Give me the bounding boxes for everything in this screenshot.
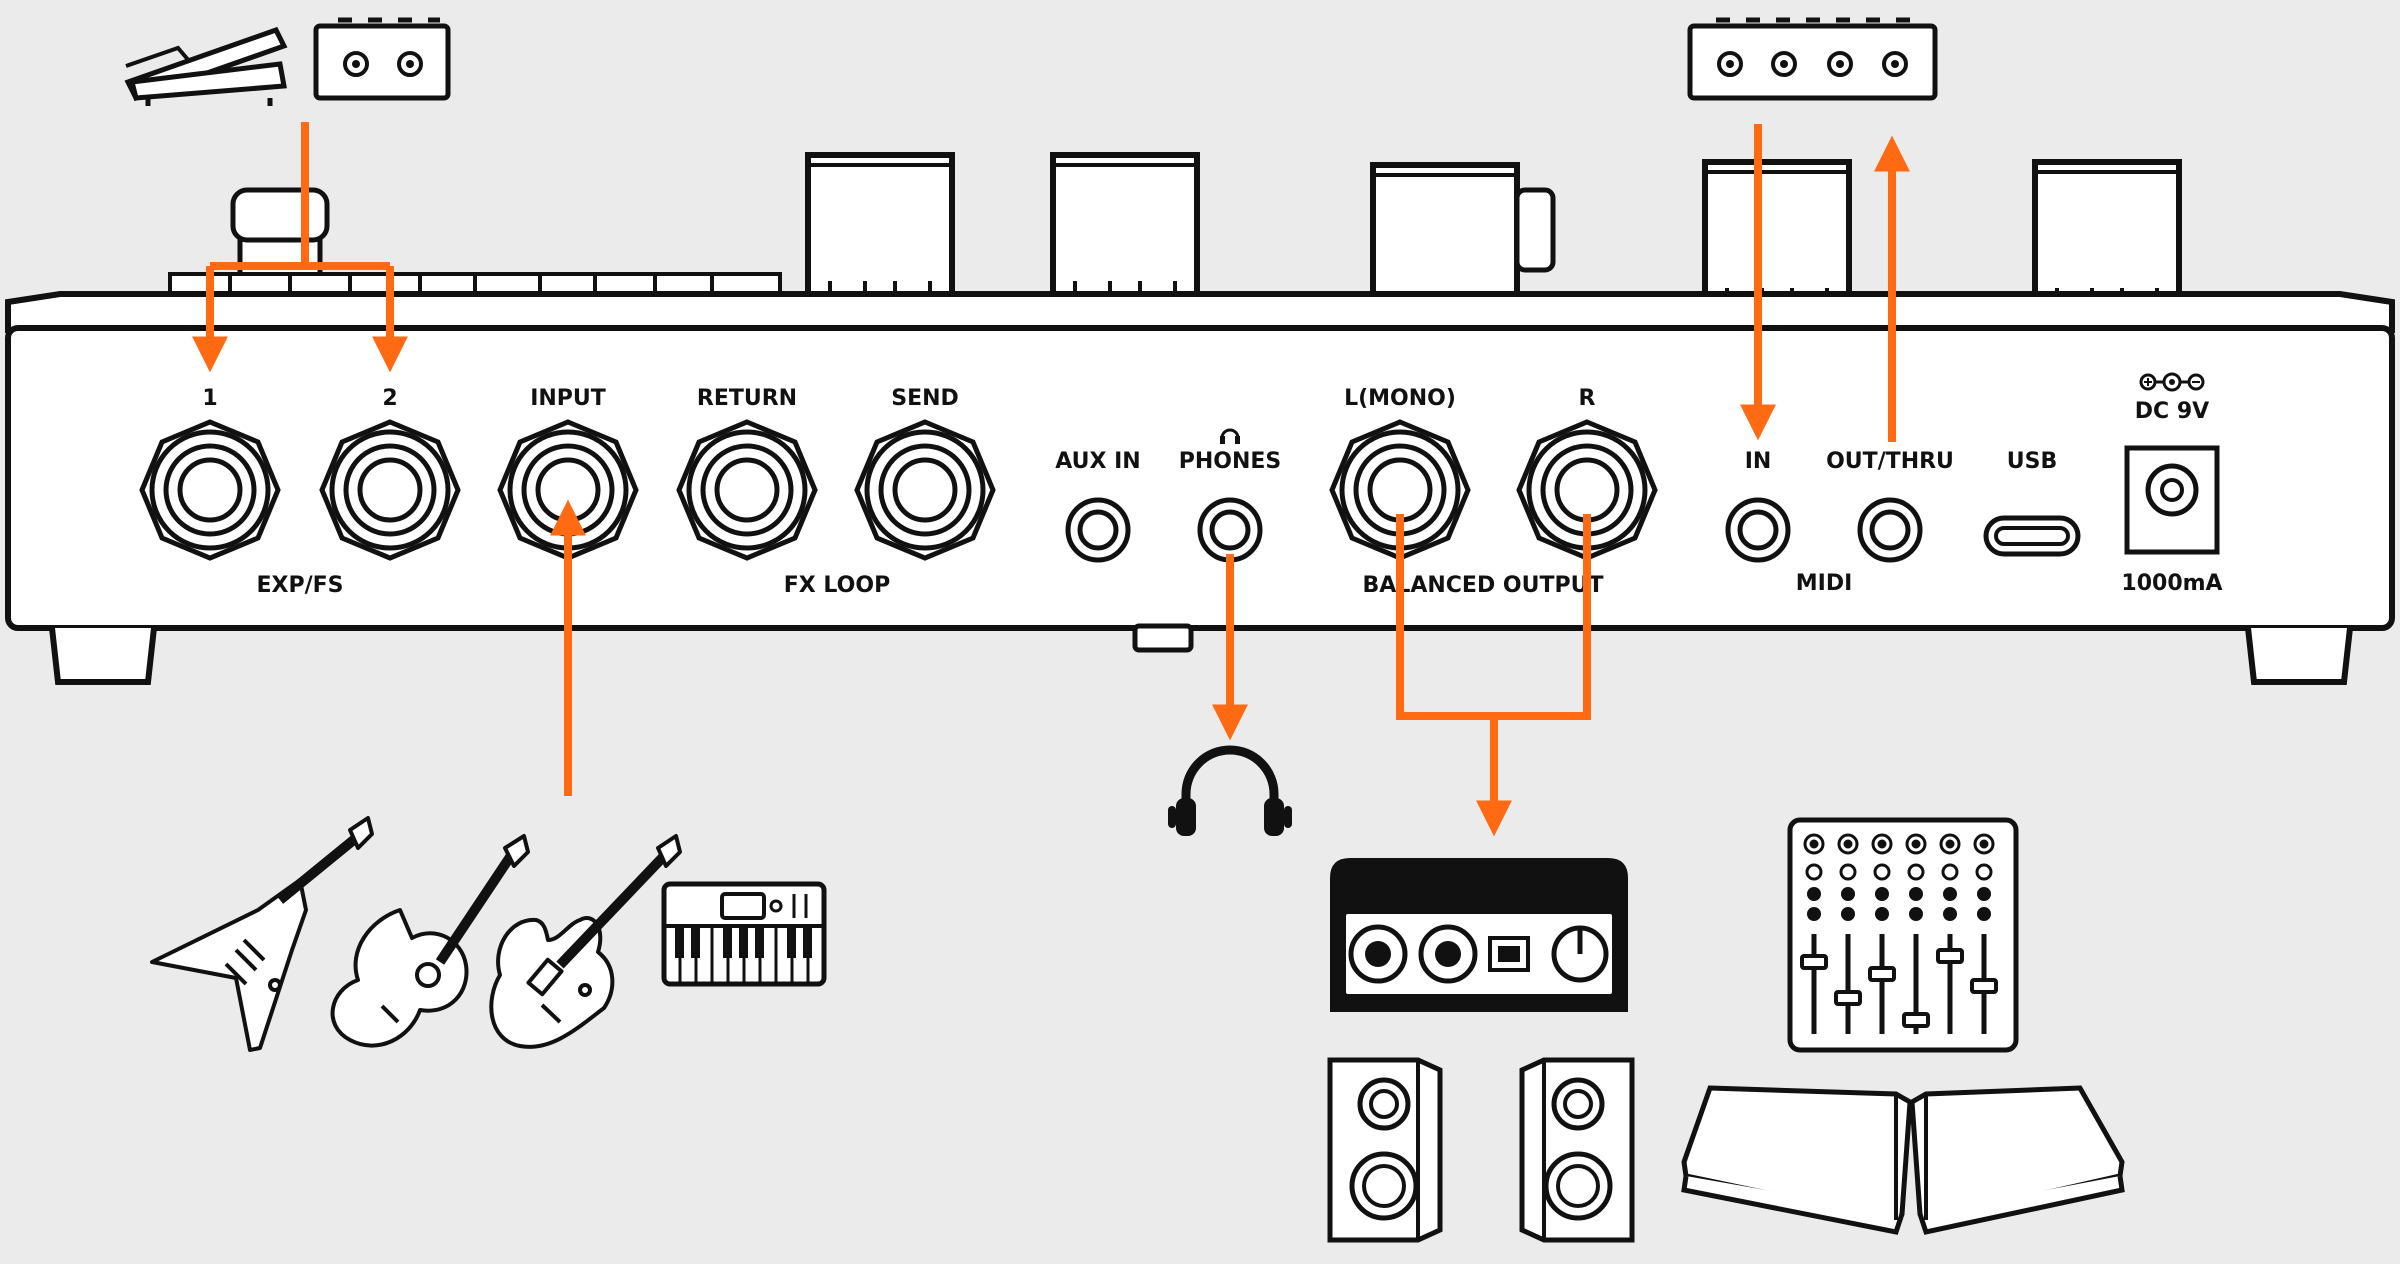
- exp-fs-label: EXP/FS: [256, 573, 343, 598]
- exp-1-jack[interactable]: [142, 422, 278, 558]
- rear-panel: [5, 325, 2395, 631]
- bottom-tab: [1132, 623, 1194, 653]
- aux-in-jack[interactable]: [1068, 500, 1128, 560]
- dc-label: DC 9V: [2135, 399, 2209, 424]
- midi-out-thru-label: OUT/THRU: [1826, 449, 1954, 474]
- phones-label: PHONES: [1179, 449, 1282, 474]
- top-plate: [5, 291, 2395, 333]
- strat-guitar-icon: [489, 834, 682, 1049]
- keyboard-synth-icon: [661, 881, 827, 987]
- l-mono-label: L(MONO): [1344, 386, 1456, 411]
- exp-2-label: 2: [382, 386, 397, 411]
- phones-label-icon: [1220, 428, 1240, 444]
- midi-label: MIDI: [1796, 571, 1853, 596]
- midi-out-thru-jack[interactable]: [1860, 500, 1920, 560]
- send-jack[interactable]: [857, 422, 993, 558]
- midi-in-label: IN: [1745, 449, 1772, 474]
- foot-right: [2245, 627, 2353, 685]
- foot-left: [49, 627, 157, 685]
- exp-2-jack[interactable]: [322, 422, 458, 558]
- studio-monitor-icon: [1327, 1057, 1443, 1243]
- return-label: RETURN: [697, 386, 797, 411]
- r-label: R: [1579, 386, 1596, 411]
- midi-device-icon: [1687, 17, 1938, 101]
- dc-jack-pin: [2160, 478, 2184, 502]
- midi-in-jack[interactable]: [1728, 500, 1788, 560]
- aux-in-label: AUX IN: [1055, 449, 1140, 474]
- audio-interface-icon: [1330, 858, 1628, 1012]
- footswitch-cap[interactable]: [230, 187, 330, 243]
- knob-3[interactable]: [1373, 165, 1517, 305]
- fx-loop-label: FX LOOP: [784, 573, 890, 598]
- acoustic-guitar-icon: [330, 834, 530, 1048]
- studio-monitor-icon: [1519, 1057, 1635, 1243]
- electric-guitar-icon: [150, 816, 374, 1052]
- mixer-icon: [1787, 817, 2019, 1053]
- knob-5[interactable]: [2035, 162, 2179, 302]
- knob-1[interactable]: [808, 155, 952, 295]
- connection-lines: [192, 122, 1910, 837]
- usb-port-inner: [1994, 526, 2070, 546]
- stage-monitor-icon: [1681, 1085, 1913, 1235]
- dc-polarity-icon: [2139, 372, 2205, 392]
- phones-jack[interactable]: [1200, 500, 1260, 560]
- knob-3-side: [1514, 187, 1556, 273]
- input-label: INPUT: [530, 386, 606, 411]
- device-unit: 1 2 INPUT RETURN SEND AUX IN PHONES L(MO…: [5, 155, 2395, 685]
- current-label: 1000mA: [2121, 571, 2222, 596]
- usb-label: USB: [2007, 449, 2057, 474]
- return-jack[interactable]: [679, 422, 815, 558]
- dual-footswitch-icon: [313, 17, 451, 101]
- headphones-icon: [1168, 745, 1292, 836]
- expression-pedal-icon: [124, 26, 288, 106]
- send-label: SEND: [891, 386, 959, 411]
- exp-1-label: 1: [202, 386, 217, 411]
- knob-4[interactable]: [1705, 162, 1849, 302]
- stage-monitor-icon: [1909, 1085, 2125, 1235]
- knob-2[interactable]: [1053, 155, 1197, 295]
